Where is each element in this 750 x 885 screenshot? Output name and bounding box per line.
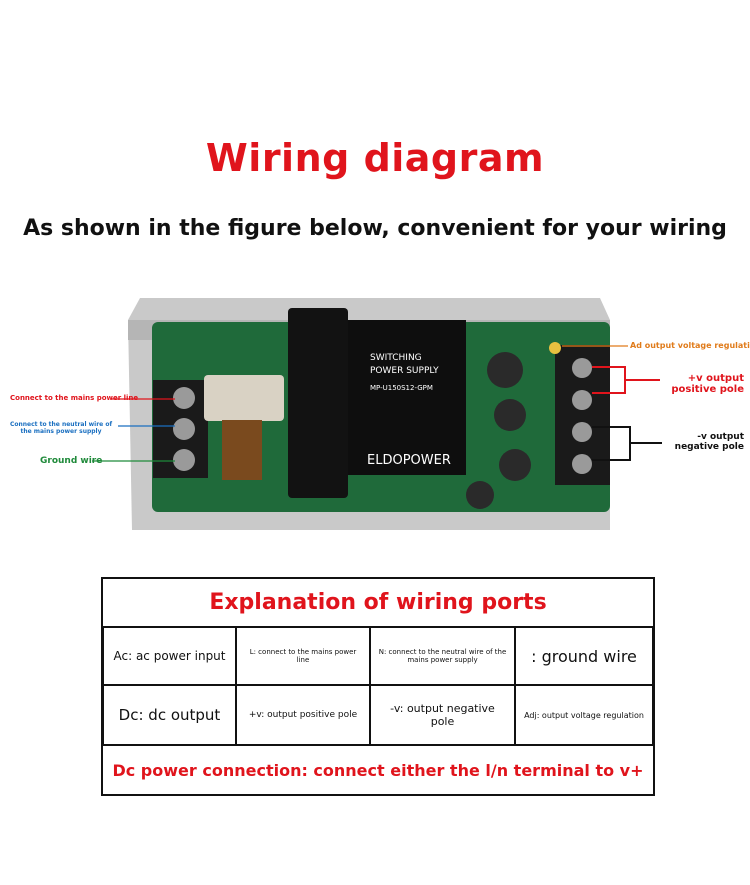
label-v-negative: -v output negative pole bbox=[674, 432, 744, 452]
label-neutral: Connect to the neutral wire of the mains… bbox=[9, 421, 113, 435]
terminal-screw-v-pos-1 bbox=[572, 358, 592, 378]
power-module bbox=[348, 320, 466, 475]
explanation-table: Explanation of wiring ports Ac: ac power… bbox=[101, 577, 655, 796]
adj-potentiometer bbox=[549, 342, 561, 354]
copper-coil bbox=[222, 420, 262, 480]
label-adj: Ad output voltage regulation bbox=[630, 341, 750, 350]
table-cell: +v: output positive pole bbox=[236, 685, 370, 745]
page-subtitle: As shown in the figure below, convenient… bbox=[23, 216, 727, 241]
table-cell: Ac: ac power input bbox=[103, 627, 236, 685]
table-cell: Adj: output voltage regulation bbox=[515, 685, 653, 745]
filter-inductor bbox=[204, 375, 284, 421]
output-capacitor bbox=[499, 449, 531, 481]
power-supply-board-image: SWITCHING POWER SUPPLY MP-U150S12-GPM EL… bbox=[0, 280, 750, 540]
brand-label: ELDOPOWER bbox=[367, 453, 451, 468]
table-footer: Dc power connection: connect either the … bbox=[103, 745, 653, 794]
module-line2: POWER SUPPLY bbox=[370, 366, 439, 376]
output-capacitor bbox=[487, 352, 523, 388]
terminal-screw-v-pos-2 bbox=[572, 390, 592, 410]
page-title: Wiring diagram bbox=[205, 136, 545, 180]
table-cell: Dc: dc output bbox=[103, 685, 236, 745]
terminal-screw-v-neg-1 bbox=[572, 422, 592, 442]
module-line1: SWITCHING bbox=[370, 353, 422, 363]
output-capacitor bbox=[466, 481, 494, 509]
table-cell: -v: output negative pole bbox=[370, 685, 515, 745]
terminal-screw-l bbox=[173, 387, 195, 409]
table-cell: : ground wire bbox=[515, 627, 653, 685]
terminal-screw-v-neg-2 bbox=[572, 454, 592, 474]
table-cell: N: connect to the neutral wire of the ma… bbox=[370, 627, 515, 685]
label-v-positive: +v output positive pole bbox=[671, 373, 744, 395]
output-capacitor bbox=[494, 399, 526, 431]
table-cell: L: connect to the mains power line bbox=[236, 627, 370, 685]
table-heading: Explanation of wiring ports bbox=[103, 579, 653, 627]
label-ground: Ground wire bbox=[40, 456, 103, 466]
module-model: MP-U150S12-GPM bbox=[370, 384, 433, 392]
terminal-screw-g bbox=[173, 449, 195, 471]
terminal-screw-n bbox=[173, 418, 195, 440]
board-illustration: SWITCHING POWER SUPPLY MP-U150S12-GPM EL… bbox=[92, 298, 662, 530]
bulk-capacitor bbox=[288, 308, 348, 498]
label-mains-live: Connect to the mains power line bbox=[10, 394, 139, 402]
